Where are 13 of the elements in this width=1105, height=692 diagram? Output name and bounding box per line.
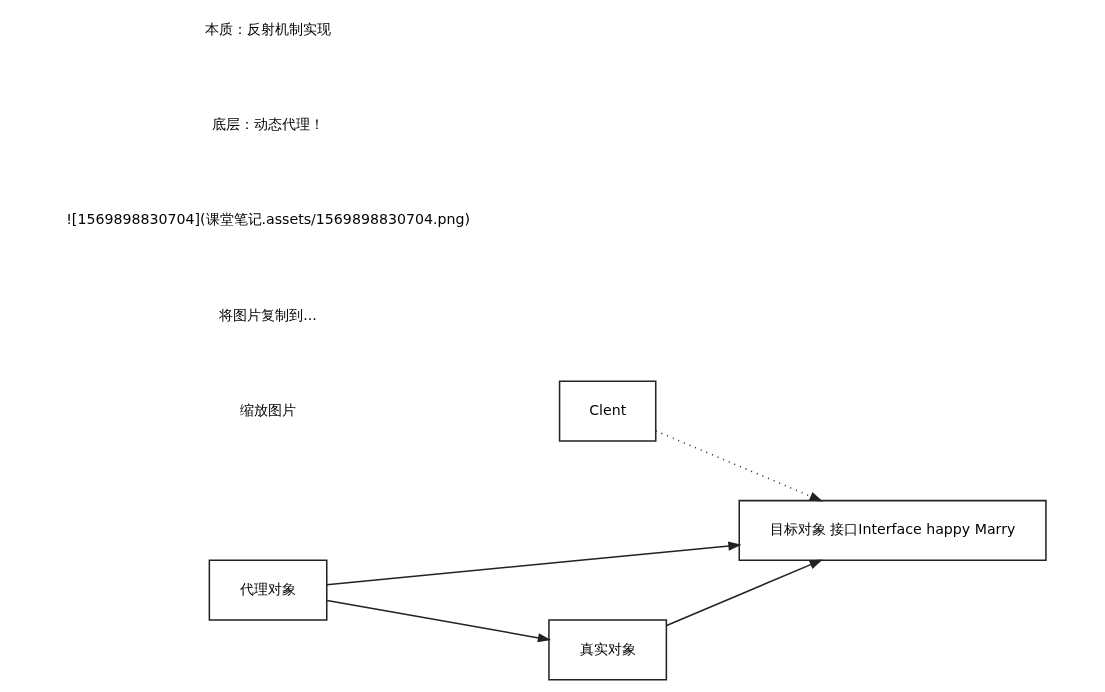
arrow bbox=[665, 559, 823, 627]
label: 将图片复制到... bbox=[218, 306, 317, 323]
label: 底层：动态代理！ bbox=[211, 116, 324, 133]
node-box: 真实对象 bbox=[547, 619, 667, 681]
node-box: 目标对象 接口Interface happy Marry bbox=[738, 499, 1047, 562]
arrow bbox=[325, 541, 742, 586]
label: 本质：反射机制实现 bbox=[204, 21, 331, 38]
arrow bbox=[325, 599, 551, 643]
arrow bbox=[654, 430, 823, 502]
label: 缩放图片 bbox=[239, 401, 296, 418]
node-box: 代理对象 bbox=[208, 559, 328, 621]
node-box: Clent bbox=[558, 380, 656, 442]
label: ![1569898830704](课堂笔记.assets/1569898830704.png) bbox=[65, 211, 470, 228]
